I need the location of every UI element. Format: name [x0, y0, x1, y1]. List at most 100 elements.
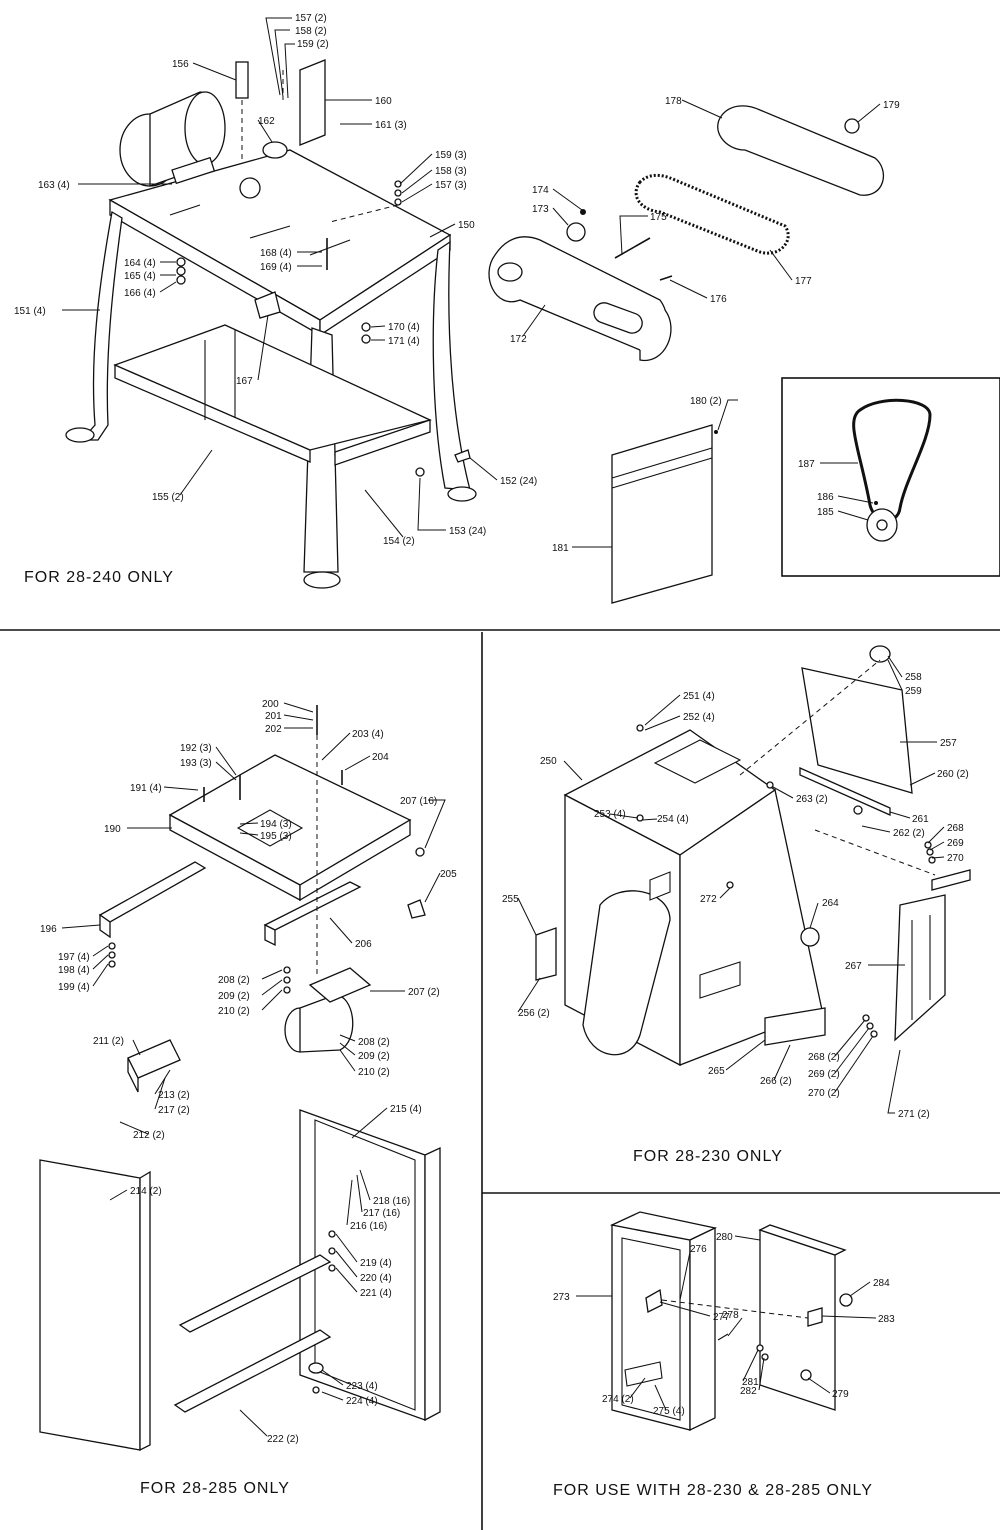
part-label: 157 (2) — [295, 13, 327, 24]
part-label: 173 — [532, 204, 549, 215]
leader-lines-top — [62, 17, 881, 548]
part-label: 154 (2) — [383, 536, 415, 547]
part-label: 162 — [258, 116, 275, 127]
part-label: 264 — [822, 898, 839, 909]
part-label: 158 (3) — [435, 166, 467, 177]
part-label: 284 — [873, 1278, 890, 1289]
part-label: 178 — [665, 96, 682, 107]
part-label: 258 — [905, 672, 922, 683]
part-label: 156 — [172, 59, 189, 70]
part-label: 253 (4) — [594, 809, 626, 820]
part-label: 185 — [817, 507, 834, 518]
part-label: 216 (16) — [350, 1221, 387, 1232]
stand-28-240-drawing — [65, 59, 477, 589]
caption-28-240: FOR 28-240 ONLY — [24, 569, 174, 586]
part-label: 171 (4) — [388, 336, 420, 347]
part-label: 203 (4) — [352, 729, 384, 740]
part-label: 172 — [510, 334, 527, 345]
leader-lines-middle-right — [517, 655, 945, 1114]
part-label: 268 (2) — [808, 1052, 840, 1063]
leader-lines-bottom-left — [61, 702, 446, 1437]
part-label: 265 — [708, 1066, 725, 1077]
part-label: 268 — [947, 823, 964, 834]
part-label: 160 — [375, 96, 392, 107]
part-label: 157 (3) — [435, 180, 467, 191]
part-label: 202 — [265, 724, 282, 735]
part-label: 271 (2) — [898, 1109, 930, 1120]
part-label: 181 — [552, 543, 569, 554]
part-label: 269 — [947, 838, 964, 849]
part-label: 161 (3) — [375, 120, 407, 131]
part-label: 168 (4) — [260, 248, 292, 259]
part-label: 250 — [540, 756, 557, 767]
part-label: 279 — [832, 1389, 849, 1400]
part-label: 270 (2) — [808, 1088, 840, 1099]
part-label: 252 (4) — [683, 712, 715, 723]
part-label: 158 (2) — [295, 26, 327, 37]
part-label: 251 (4) — [683, 691, 715, 702]
part-label: 150 — [458, 220, 475, 231]
part-label: 163 (4) — [38, 180, 70, 191]
part-label: 283 — [878, 1314, 895, 1325]
part-label: 213 (2) — [158, 1090, 190, 1101]
part-label: 152 (24) — [500, 476, 537, 487]
part-label: 206 — [355, 939, 372, 950]
part-label: 281 — [742, 1377, 759, 1388]
cabinet-28-230-drawing — [535, 645, 971, 1067]
part-label: 280 — [716, 1232, 733, 1243]
cover-panel-181-drawing — [611, 424, 718, 604]
part-label: 207 (2) — [408, 987, 440, 998]
part-label: 155 (2) — [152, 492, 184, 503]
part-label: 255 — [502, 894, 519, 905]
part-label: 191 (4) — [130, 783, 162, 794]
part-label: 257 — [940, 738, 957, 749]
cover-assembly-drawing — [609, 1211, 853, 1432]
part-label: 201 — [265, 711, 282, 722]
part-label: 270 — [947, 853, 964, 864]
part-label: 164 (4) — [124, 258, 156, 269]
part-label: 186 — [817, 492, 834, 503]
part-label: 218 (16) — [373, 1196, 410, 1207]
part-label: 176 — [710, 294, 727, 305]
inset-belt-pulley-drawing — [852, 398, 932, 542]
part-label: 177 — [795, 276, 812, 287]
part-label: 220 (4) — [360, 1273, 392, 1284]
part-label: 195 (3) — [260, 831, 292, 842]
part-label: 204 — [372, 752, 389, 763]
part-label: 179 — [883, 100, 900, 111]
part-label: 215 (4) — [390, 1104, 422, 1115]
part-label: 187 — [798, 459, 815, 470]
part-label: 197 (4) — [58, 952, 90, 963]
part-label: 205 — [440, 869, 457, 880]
part-label: 199 (4) — [58, 982, 90, 993]
part-label: 208 (2) — [218, 975, 250, 986]
part-label: 196 — [40, 924, 57, 935]
caption-28-285: FOR 28-285 ONLY — [140, 1480, 290, 1497]
part-label: 169 (4) — [260, 262, 292, 273]
part-label: 272 — [700, 894, 717, 905]
part-label: 275 (4) — [653, 1406, 685, 1417]
part-label: 262 (2) — [893, 828, 925, 839]
belt-guard-drawing — [488, 105, 884, 362]
part-label: 217 (16) — [363, 1208, 400, 1219]
part-label: 261 — [912, 814, 929, 825]
part-label: 260 (2) — [937, 769, 969, 780]
part-label: 273 — [553, 1292, 570, 1303]
caption-28-230-and-28-285: FOR USE WITH 28-230 & 28-285 ONLY — [553, 1482, 873, 1499]
part-label: 209 (2) — [358, 1051, 390, 1062]
part-label: 212 (2) — [133, 1130, 165, 1141]
part-label: 159 (2) — [297, 39, 329, 50]
part-label: 259 — [905, 686, 922, 697]
part-label: 180 (2) — [690, 396, 722, 407]
part-label: 224 (4) — [346, 1396, 378, 1407]
part-label: 198 (4) — [58, 965, 90, 976]
part-label: 210 (2) — [218, 1006, 250, 1017]
part-label: 166 (4) — [124, 288, 156, 299]
stand-28-285-drawing — [39, 705, 441, 1452]
part-label: 269 (2) — [808, 1069, 840, 1080]
part-label: 159 (3) — [435, 150, 467, 161]
part-label: 193 (3) — [180, 758, 212, 769]
part-label: 194 (3) — [260, 819, 292, 830]
part-label: 214 (2) — [130, 1186, 162, 1197]
part-label: 221 (4) — [360, 1288, 392, 1299]
